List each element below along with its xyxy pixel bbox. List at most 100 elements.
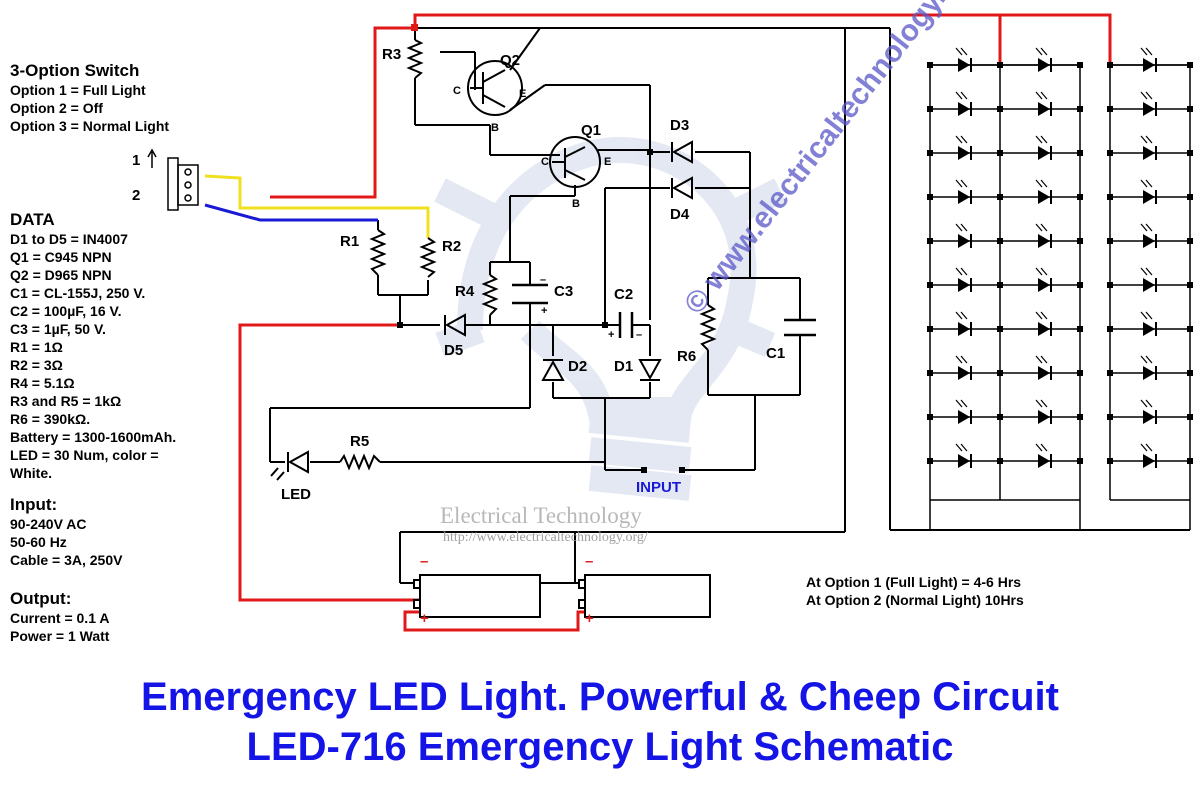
- led-junction-dot: [1187, 458, 1193, 464]
- switch-symbol: [147, 148, 199, 211]
- data-line: Q1 = C945 NPN: [10, 249, 112, 265]
- led-light-rays: [1140, 443, 1153, 452]
- led-icon: [1038, 322, 1050, 336]
- label-c3-plus: +: [541, 305, 548, 317]
- data-line: R3 and R5 = 1kΩ: [10, 393, 122, 409]
- led-junction-dot: [927, 238, 933, 244]
- led-junction-dot: [997, 458, 1003, 464]
- led-light-rays: [955, 399, 968, 408]
- label-d1: D1: [614, 358, 634, 375]
- runtime-option-1: At Option 1 (Full Light) = 4-6 Hrs: [806, 574, 1022, 590]
- label-r3: R3: [382, 46, 402, 63]
- led-junction-dot: [927, 370, 933, 376]
- label-q2-b: B: [491, 122, 499, 134]
- label-q2-e: E: [519, 88, 527, 100]
- label-c3: C3: [554, 283, 574, 300]
- bulb-watermark: [434, 136, 786, 501]
- input-line: 50-60 Hz: [10, 534, 67, 550]
- led-icon: [1143, 454, 1155, 468]
- led-light-rays: [1140, 179, 1153, 188]
- led-junction-dot: [1077, 238, 1083, 244]
- battery1-minus: –: [420, 553, 429, 570]
- label-d4: D4: [670, 206, 690, 223]
- data-line: D1 to D5 = IN4007: [10, 231, 128, 247]
- led-light-rays: [1140, 355, 1153, 364]
- label-c2-minus: –: [636, 329, 643, 341]
- label-q1-e: E: [604, 156, 612, 168]
- led-junction-dot: [997, 326, 1003, 332]
- data-line: Q2 = D965 NPN: [10, 267, 112, 283]
- led-junction-dot: [997, 238, 1003, 244]
- led-junction-dot: [997, 414, 1003, 420]
- led-junction-dot: [997, 62, 1003, 68]
- led-icon: [958, 190, 970, 204]
- led-icon: [1143, 190, 1155, 204]
- led-junction-dot: [1107, 238, 1113, 244]
- led-light-rays: [955, 47, 968, 56]
- led-icon: [958, 102, 970, 116]
- label-c2-plus: +: [608, 329, 615, 341]
- led-array: [927, 47, 1193, 468]
- led-junction-dot: [1187, 62, 1193, 68]
- led-junction-dot: [1107, 194, 1113, 200]
- label-d2: D2: [568, 358, 588, 375]
- led-icon: [958, 234, 970, 248]
- switch-title: 3-Option Switch: [10, 61, 140, 80]
- label-q1-c: C: [541, 156, 549, 168]
- black-wires: [269, 27, 1190, 584]
- led-icon: [1038, 366, 1050, 380]
- input-title: Input:: [10, 495, 58, 514]
- junction-dots: [397, 24, 685, 473]
- led-junction-dot: [1107, 106, 1113, 112]
- led-icon: [1143, 58, 1155, 72]
- led-junction-dot: [997, 194, 1003, 200]
- led-icon: [958, 410, 970, 424]
- led-light-rays: [955, 443, 968, 452]
- label-d3: D3: [670, 117, 690, 134]
- label-q2-c: C: [453, 85, 461, 97]
- led-light-rays: [1035, 443, 1048, 452]
- led-light-rays: [1035, 311, 1048, 320]
- output-line: Power = 1 Watt: [10, 628, 110, 644]
- led-junction-dot: [1107, 62, 1113, 68]
- label-r6: R6: [677, 348, 697, 365]
- label-input: INPUT: [636, 479, 681, 496]
- led-junction-dot: [1187, 326, 1193, 332]
- led-junction-dot: [1077, 414, 1083, 420]
- led-icon: [958, 278, 970, 292]
- led-light-rays: [1140, 267, 1153, 276]
- transistor-symbols: [467, 60, 601, 188]
- led-light-rays: [1035, 223, 1048, 232]
- led-icon: [958, 454, 970, 468]
- led-light-rays: [1035, 47, 1048, 56]
- led-icon: [958, 146, 970, 160]
- led-icon: [1038, 234, 1050, 248]
- led-light-rays: [1140, 399, 1153, 408]
- led-junction-dot: [997, 150, 1003, 156]
- led-junction-dot: [1187, 414, 1193, 420]
- switch-pos-1: 1: [132, 152, 141, 169]
- battery1-plus: +: [420, 610, 429, 627]
- battery2-minus: –: [585, 553, 594, 570]
- led-icon: [1038, 102, 1050, 116]
- led-junction-dot: [1187, 238, 1193, 244]
- led-light-rays: [1035, 267, 1048, 276]
- page-title-line-2: LED-716 Emergency Light Schematic: [246, 725, 954, 769]
- runtime-option-2: At Option 2 (Normal Light) 10Hrs: [806, 592, 1024, 608]
- led-icon: [1038, 146, 1050, 160]
- capacitor-symbols: [512, 283, 816, 338]
- data-line: C3 = 1µF, 50 V.: [10, 321, 106, 337]
- led-junction-dot: [1077, 326, 1083, 332]
- led-light-rays: [1035, 179, 1048, 188]
- data-line: R6 = 390kΩ.: [10, 411, 91, 427]
- led-junction-dot: [1107, 326, 1113, 332]
- data-line: R1 = 1Ω: [10, 339, 63, 355]
- led-junction-dot: [927, 62, 933, 68]
- battery-symbols: [413, 574, 711, 618]
- led-light-rays: [1035, 135, 1048, 144]
- led-junction-dot: [1107, 370, 1113, 376]
- led-icon: [1038, 454, 1050, 468]
- data-list: D1 to D5 = IN4007 Q1 = C945 NPN Q2 = D96…: [10, 230, 176, 482]
- led-icon: [958, 58, 970, 72]
